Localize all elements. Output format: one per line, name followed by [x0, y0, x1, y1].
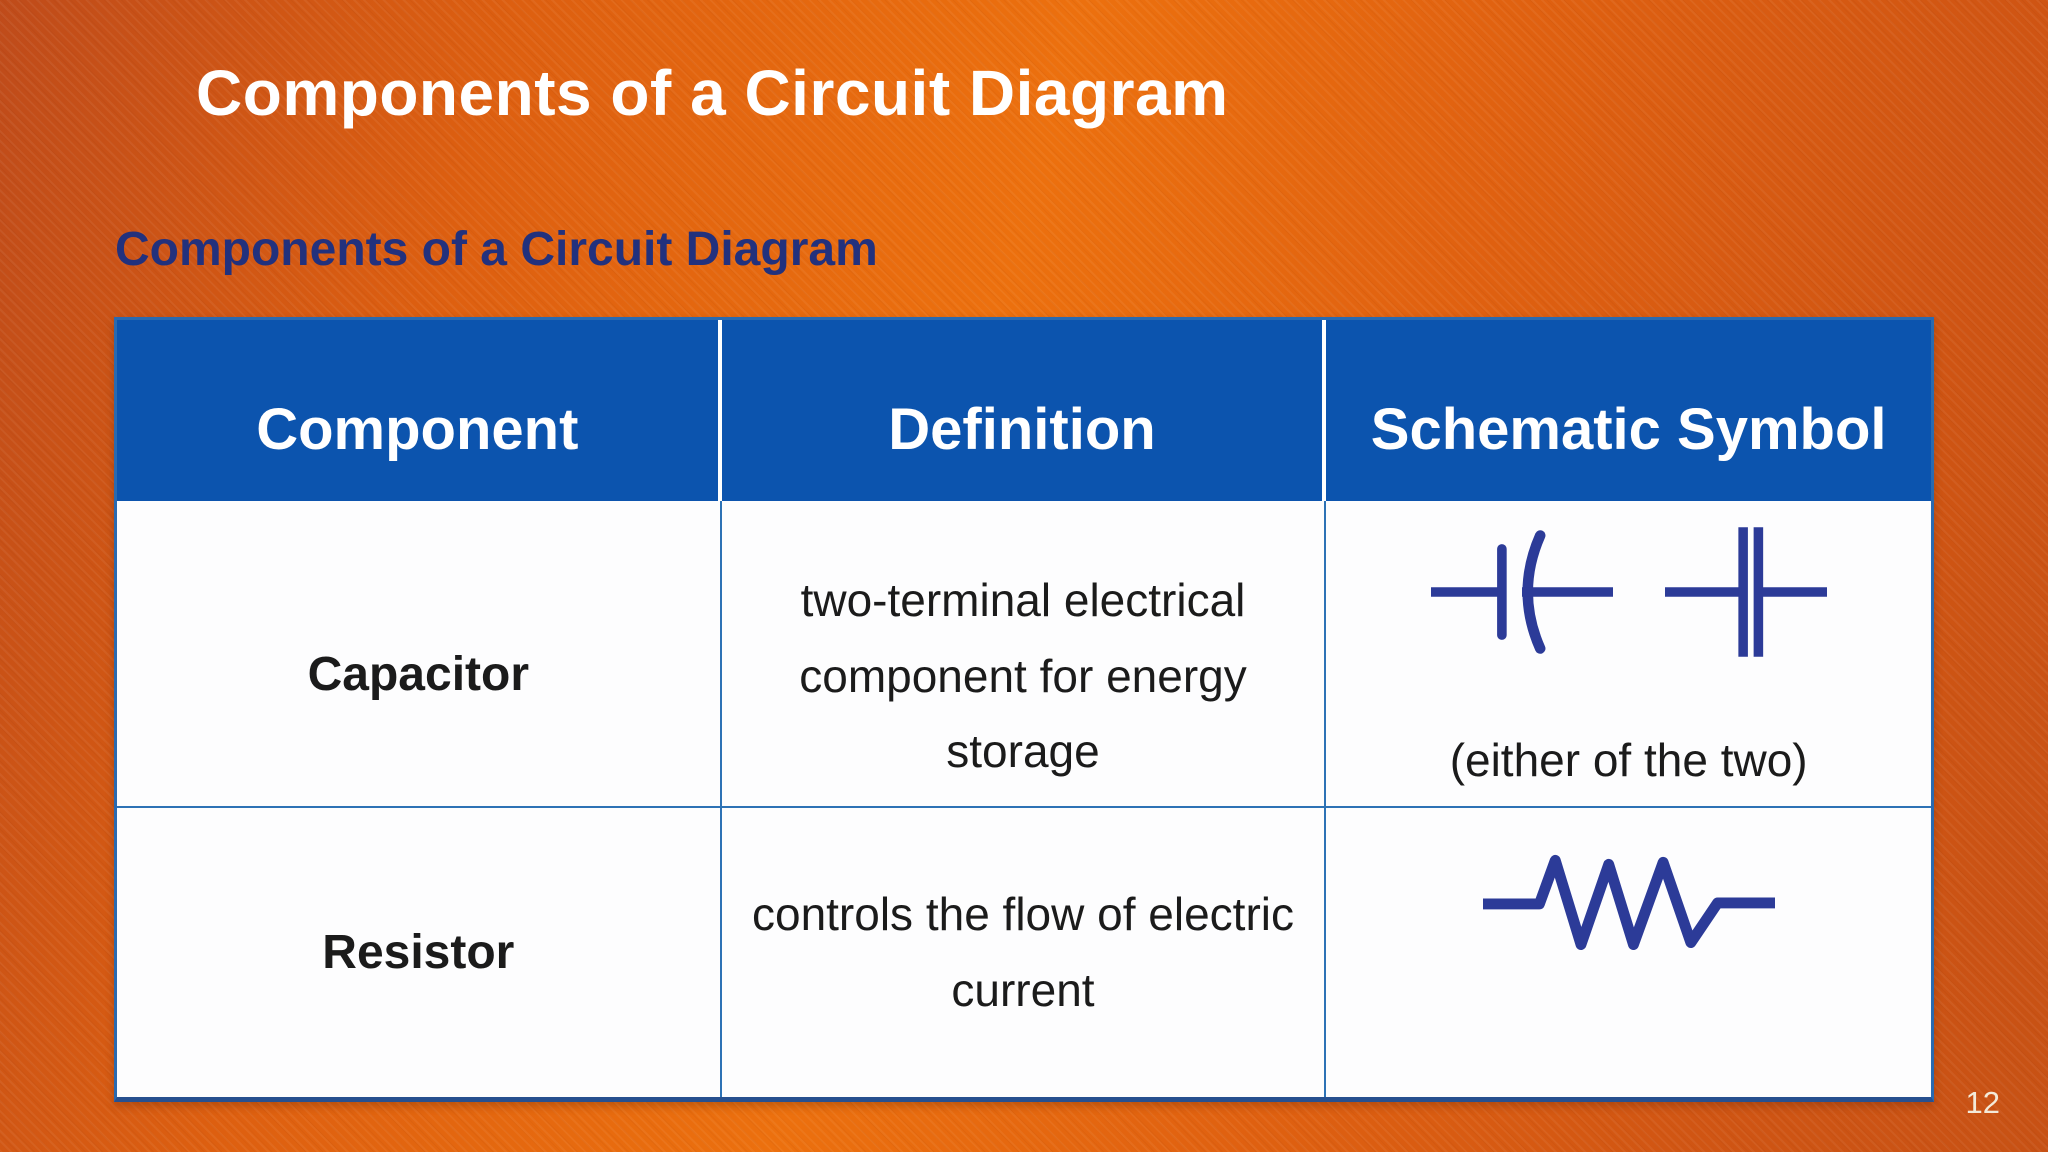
standard-capacitor-icon: [1664, 526, 1827, 657]
components-table: Component Definition Schematic Symbol Ca…: [114, 317, 1934, 1102]
slide-title: Components of a Circuit Diagram: [196, 57, 1229, 129]
cell-component-capacitor: Capacitor: [117, 501, 722, 808]
capacitor-symbols-row: [1430, 526, 1827, 657]
table-header-schematic-symbol: Schematic Symbol: [1326, 320, 1931, 501]
slide-subtitle: Components of a Circuit Diagram: [115, 223, 878, 276]
page-number: 12: [1965, 1085, 2000, 1120]
polarized-capacitor-icon: [1430, 529, 1613, 654]
cell-component-resistor: Resistor: [117, 808, 722, 1097]
cell-definition-capacitor: two-terminal electrical component for en…: [721, 501, 1327, 808]
resistor-icon: [1482, 854, 1775, 950]
cell-definition-resistor: controls the flow of electric current: [721, 808, 1327, 1097]
cell-symbol-resistor: [1326, 808, 1931, 1097]
table-header-definition: Definition: [721, 320, 1327, 501]
table-header-component: Component: [117, 320, 722, 501]
cell-symbol-capacitor: (either of the two): [1326, 501, 1931, 808]
capacitor-symbol-note: (either of the two): [1449, 733, 1808, 786]
